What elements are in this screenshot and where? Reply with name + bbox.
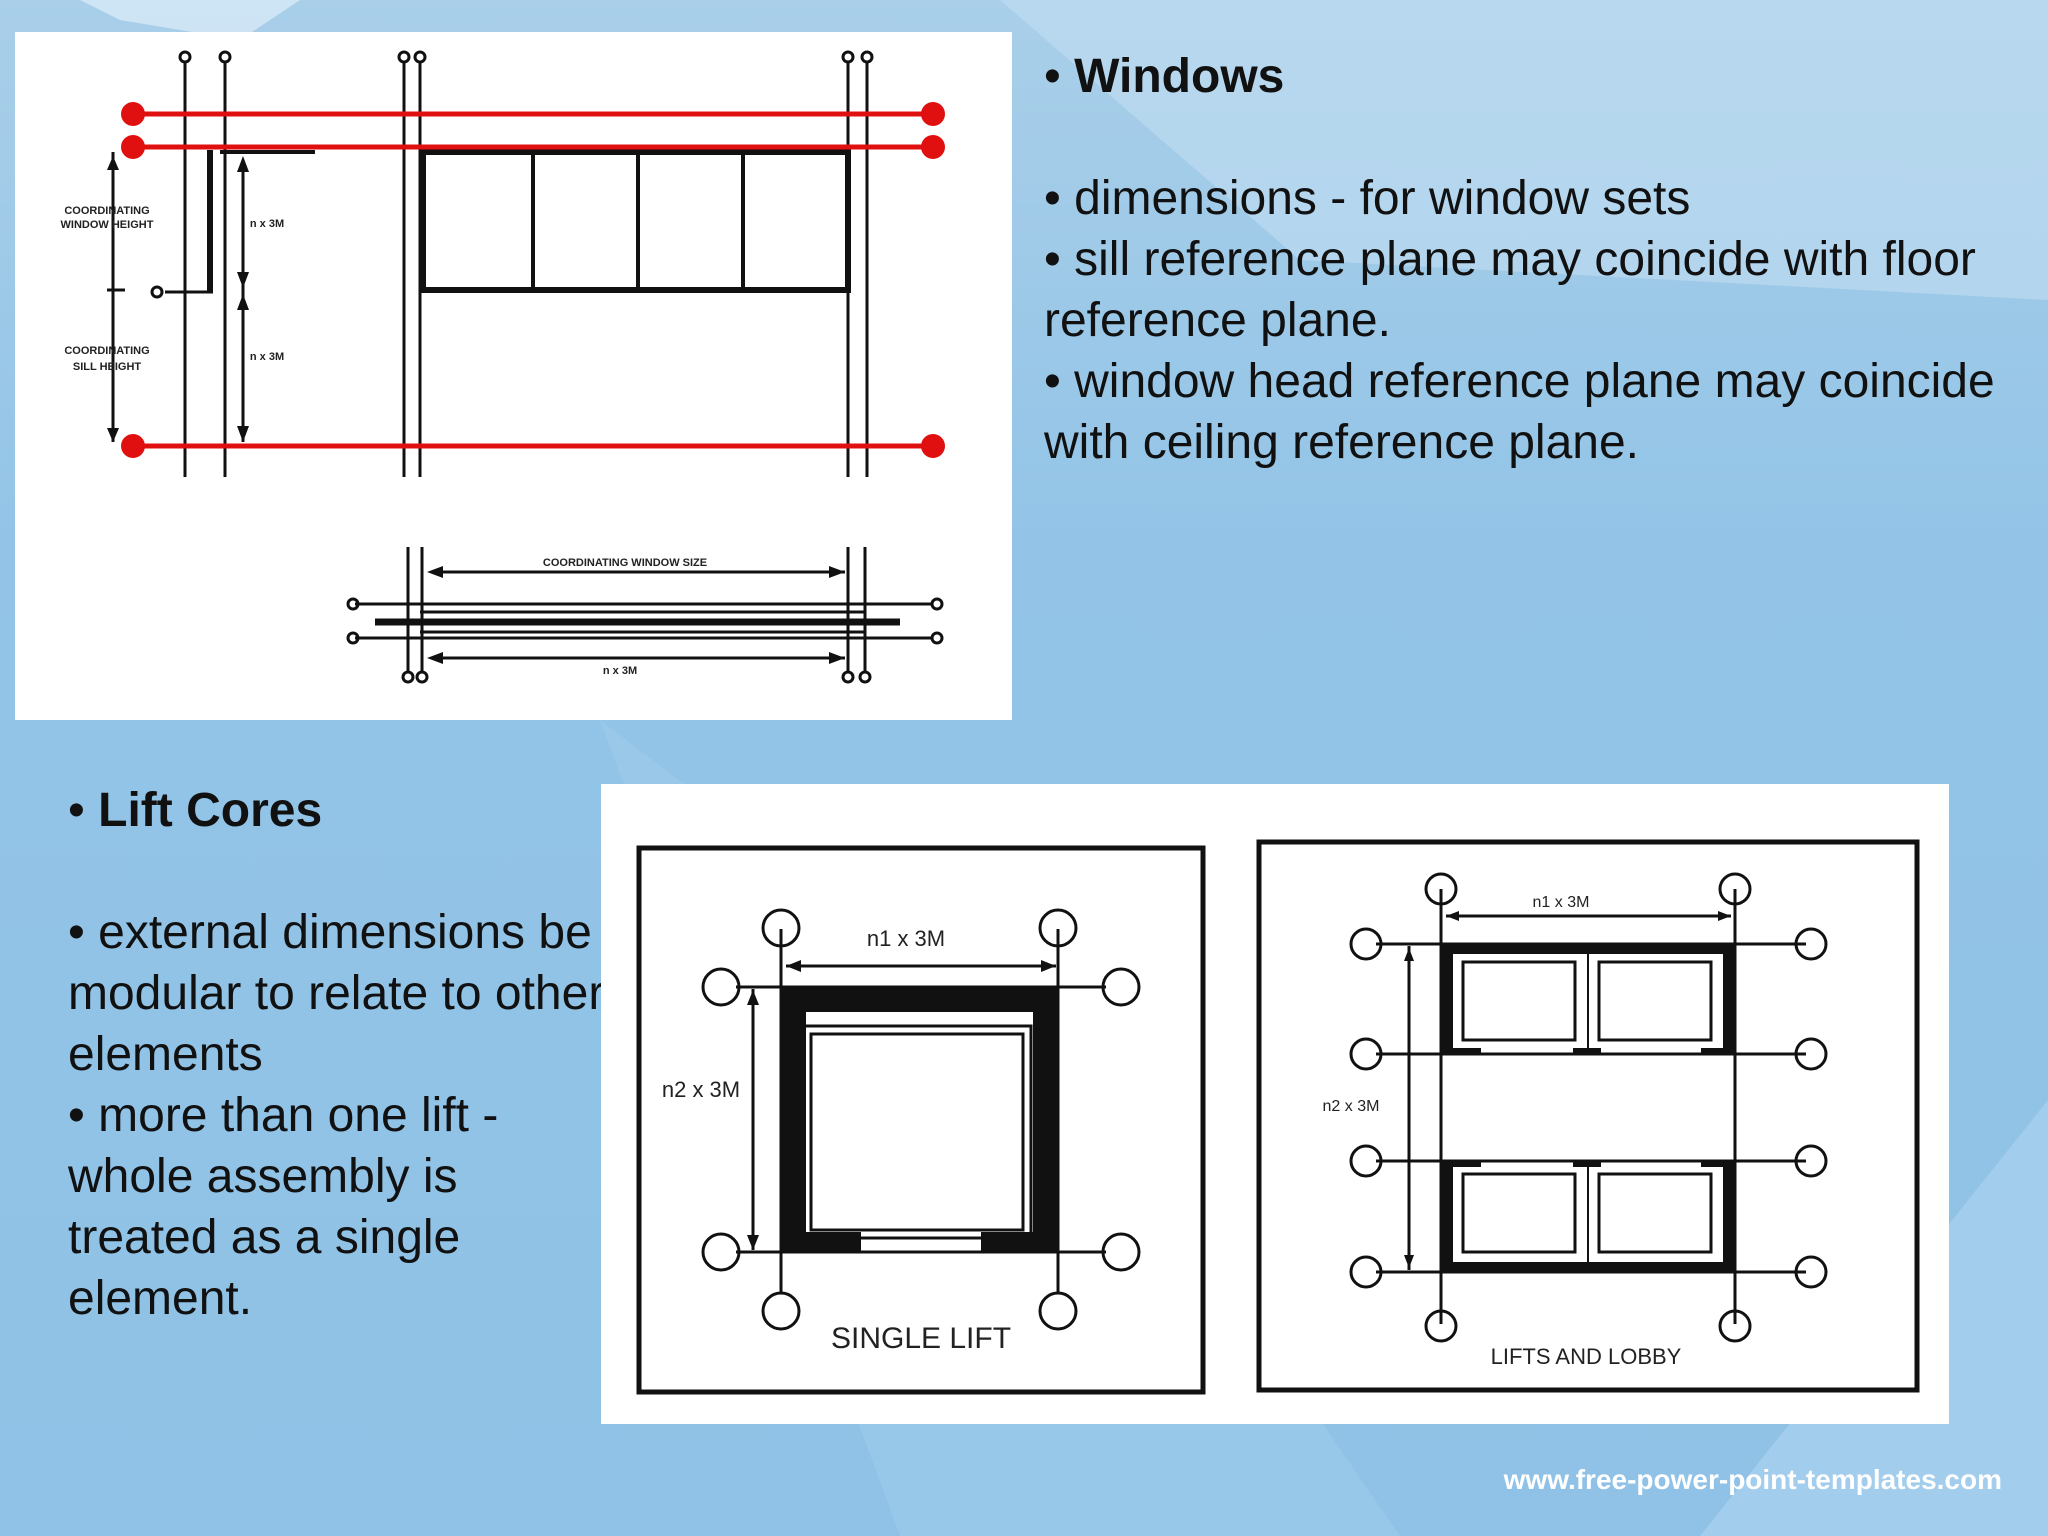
- single-lift-caption: SINGLE LIFT: [831, 1322, 1011, 1355]
- single-lift-dim-top: n1 x 3M: [867, 926, 945, 951]
- windows-bullet-1: dimensions - for window sets: [1074, 172, 1691, 225]
- lift-cores-bullet-1: external dimensions be modular to relate…: [68, 906, 605, 1081]
- sill-height-label-2: SILL HEIGHT: [73, 361, 142, 373]
- windows-bullet-2: sill reference plane may coincide with f…: [1044, 233, 1976, 347]
- lifts-and-lobby-diagram: n1 x 3M n2 x 3M LIFTS AND LOBBY: [1256, 839, 1920, 1393]
- lobby-dim-top: n1 x 3M: [1533, 894, 1590, 911]
- windows-bullet-3: window head reference plane may coincide…: [1044, 355, 1995, 469]
- single-lift-dim-side: n2 x 3M: [662, 1077, 740, 1102]
- windows-heading: Windows: [1074, 50, 1285, 103]
- single-lift-diagram: n1 x 3M n2 x 3M SINGLE LIFT: [636, 845, 1206, 1395]
- lobby-dim-side: n2 x 3M: [1323, 1098, 1380, 1115]
- lift-cores-heading: Lift Cores: [98, 784, 323, 837]
- window-height-label-2: WINDOW HEIGHT: [61, 219, 154, 231]
- lift-cores-bullet-2: more than one lift - whole assembly is t…: [68, 1089, 499, 1325]
- window-size-label: COORDINATING WINDOW SIZE: [543, 557, 707, 569]
- lobby-caption: LIFTS AND LOBBY: [1491, 1344, 1682, 1369]
- windows-text-block: • Windows • dimensions - for window sets…: [1044, 50, 1995, 469]
- window-height-label-1: COORDINATING: [64, 205, 149, 217]
- footer-url[interactable]: www.free-power-point-templates.com: [1503, 1464, 2002, 1495]
- windows-diagram: COORDINATING WINDOW HEIGHT COORDINATING …: [15, 32, 1012, 720]
- sill-height-label-1: COORDINATING: [64, 345, 149, 357]
- dim-lower-label: n x 3M: [250, 351, 284, 363]
- dim-upper-label: n x 3M: [250, 218, 284, 230]
- lift-cores-diagram: n1 x 3M n2 x 3M SINGLE LIFT: [601, 784, 1949, 1424]
- plan-dim-label: n x 3M: [603, 665, 637, 677]
- lift-cores-text-block: • Lift Cores • external dimensions be mo…: [68, 784, 605, 1325]
